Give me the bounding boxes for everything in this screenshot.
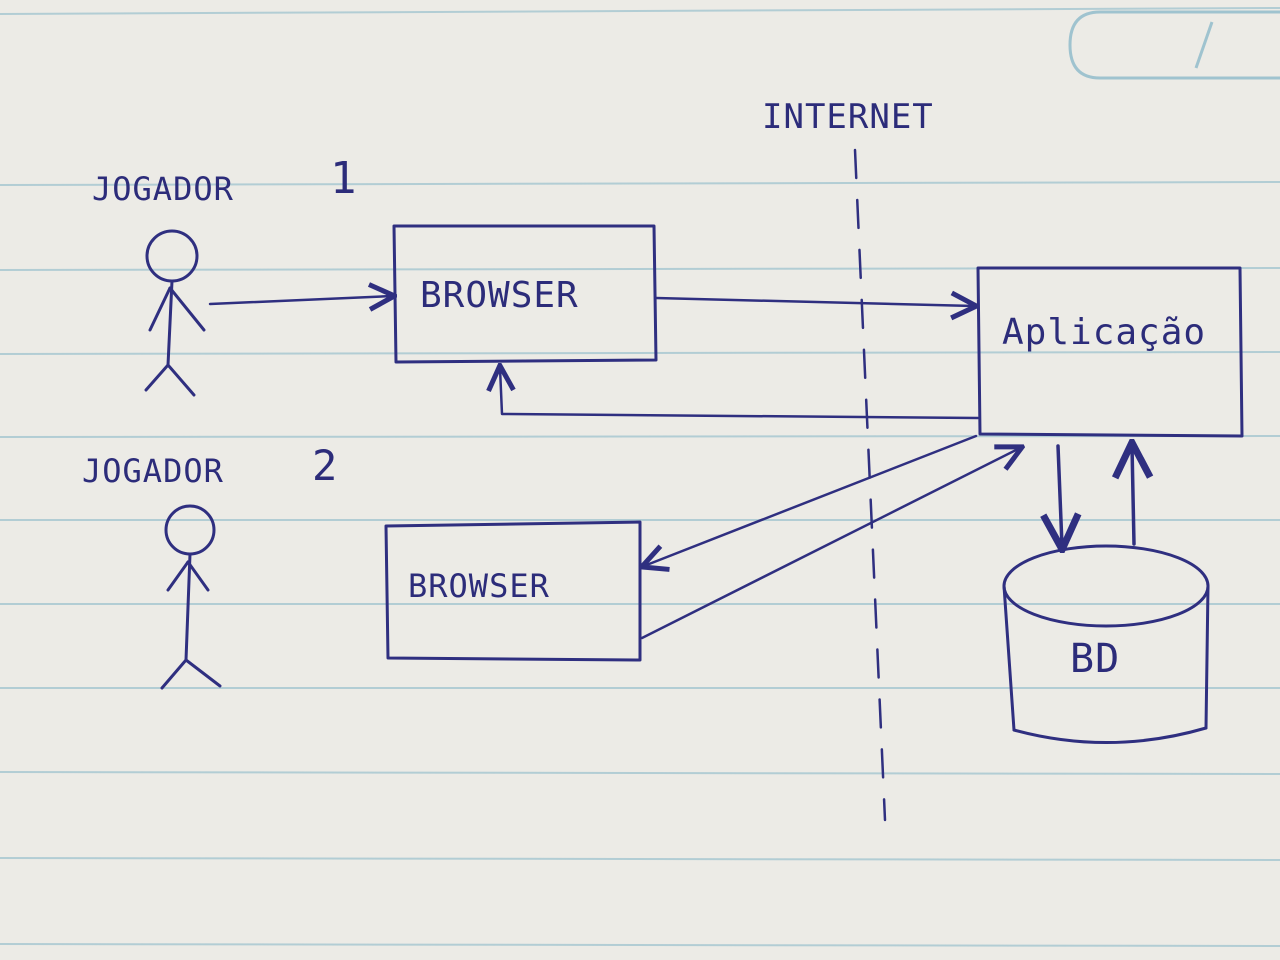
application-box: Aplicação (976, 266, 1244, 438)
arrow-application-to-database (1058, 444, 1062, 546)
player1-label: JOGADOR 1 (92, 153, 358, 208)
internet-label: INTERNET (762, 97, 934, 137)
arrows (208, 296, 1134, 640)
browser2-box: BROWSER (384, 520, 642, 662)
application-label: Aplicação (1002, 312, 1206, 353)
database-cylinder (1002, 544, 1210, 745)
arrow-application-to-browser2 (644, 434, 978, 566)
player2-number: 2 (312, 441, 338, 490)
arrow-browser1-to-application (654, 298, 974, 306)
internet-boundary-line (853, 148, 887, 822)
player2-label: JOGADOR 2 (82, 441, 338, 490)
arrow-database-to-application (1132, 446, 1134, 546)
browser2-label: BROWSER (408, 567, 550, 605)
arrow-browser2-to-application (640, 448, 1020, 640)
browser1-label: BROWSER (420, 275, 579, 316)
notebook-date-box (1068, 10, 1280, 80)
player1-label-text: JOGADOR (92, 170, 234, 208)
database-label: BD (1070, 636, 1120, 682)
player2-stick-figure (160, 504, 222, 690)
arrow-player1-to-browser1 (208, 296, 392, 304)
browser1-box: BROWSER (392, 224, 658, 364)
player1-number: 1 (330, 153, 358, 204)
arrow-application-to-browser1 (500, 368, 980, 420)
player2-label-text: JOGADOR (82, 452, 224, 490)
player1-stick-figure (144, 229, 206, 397)
